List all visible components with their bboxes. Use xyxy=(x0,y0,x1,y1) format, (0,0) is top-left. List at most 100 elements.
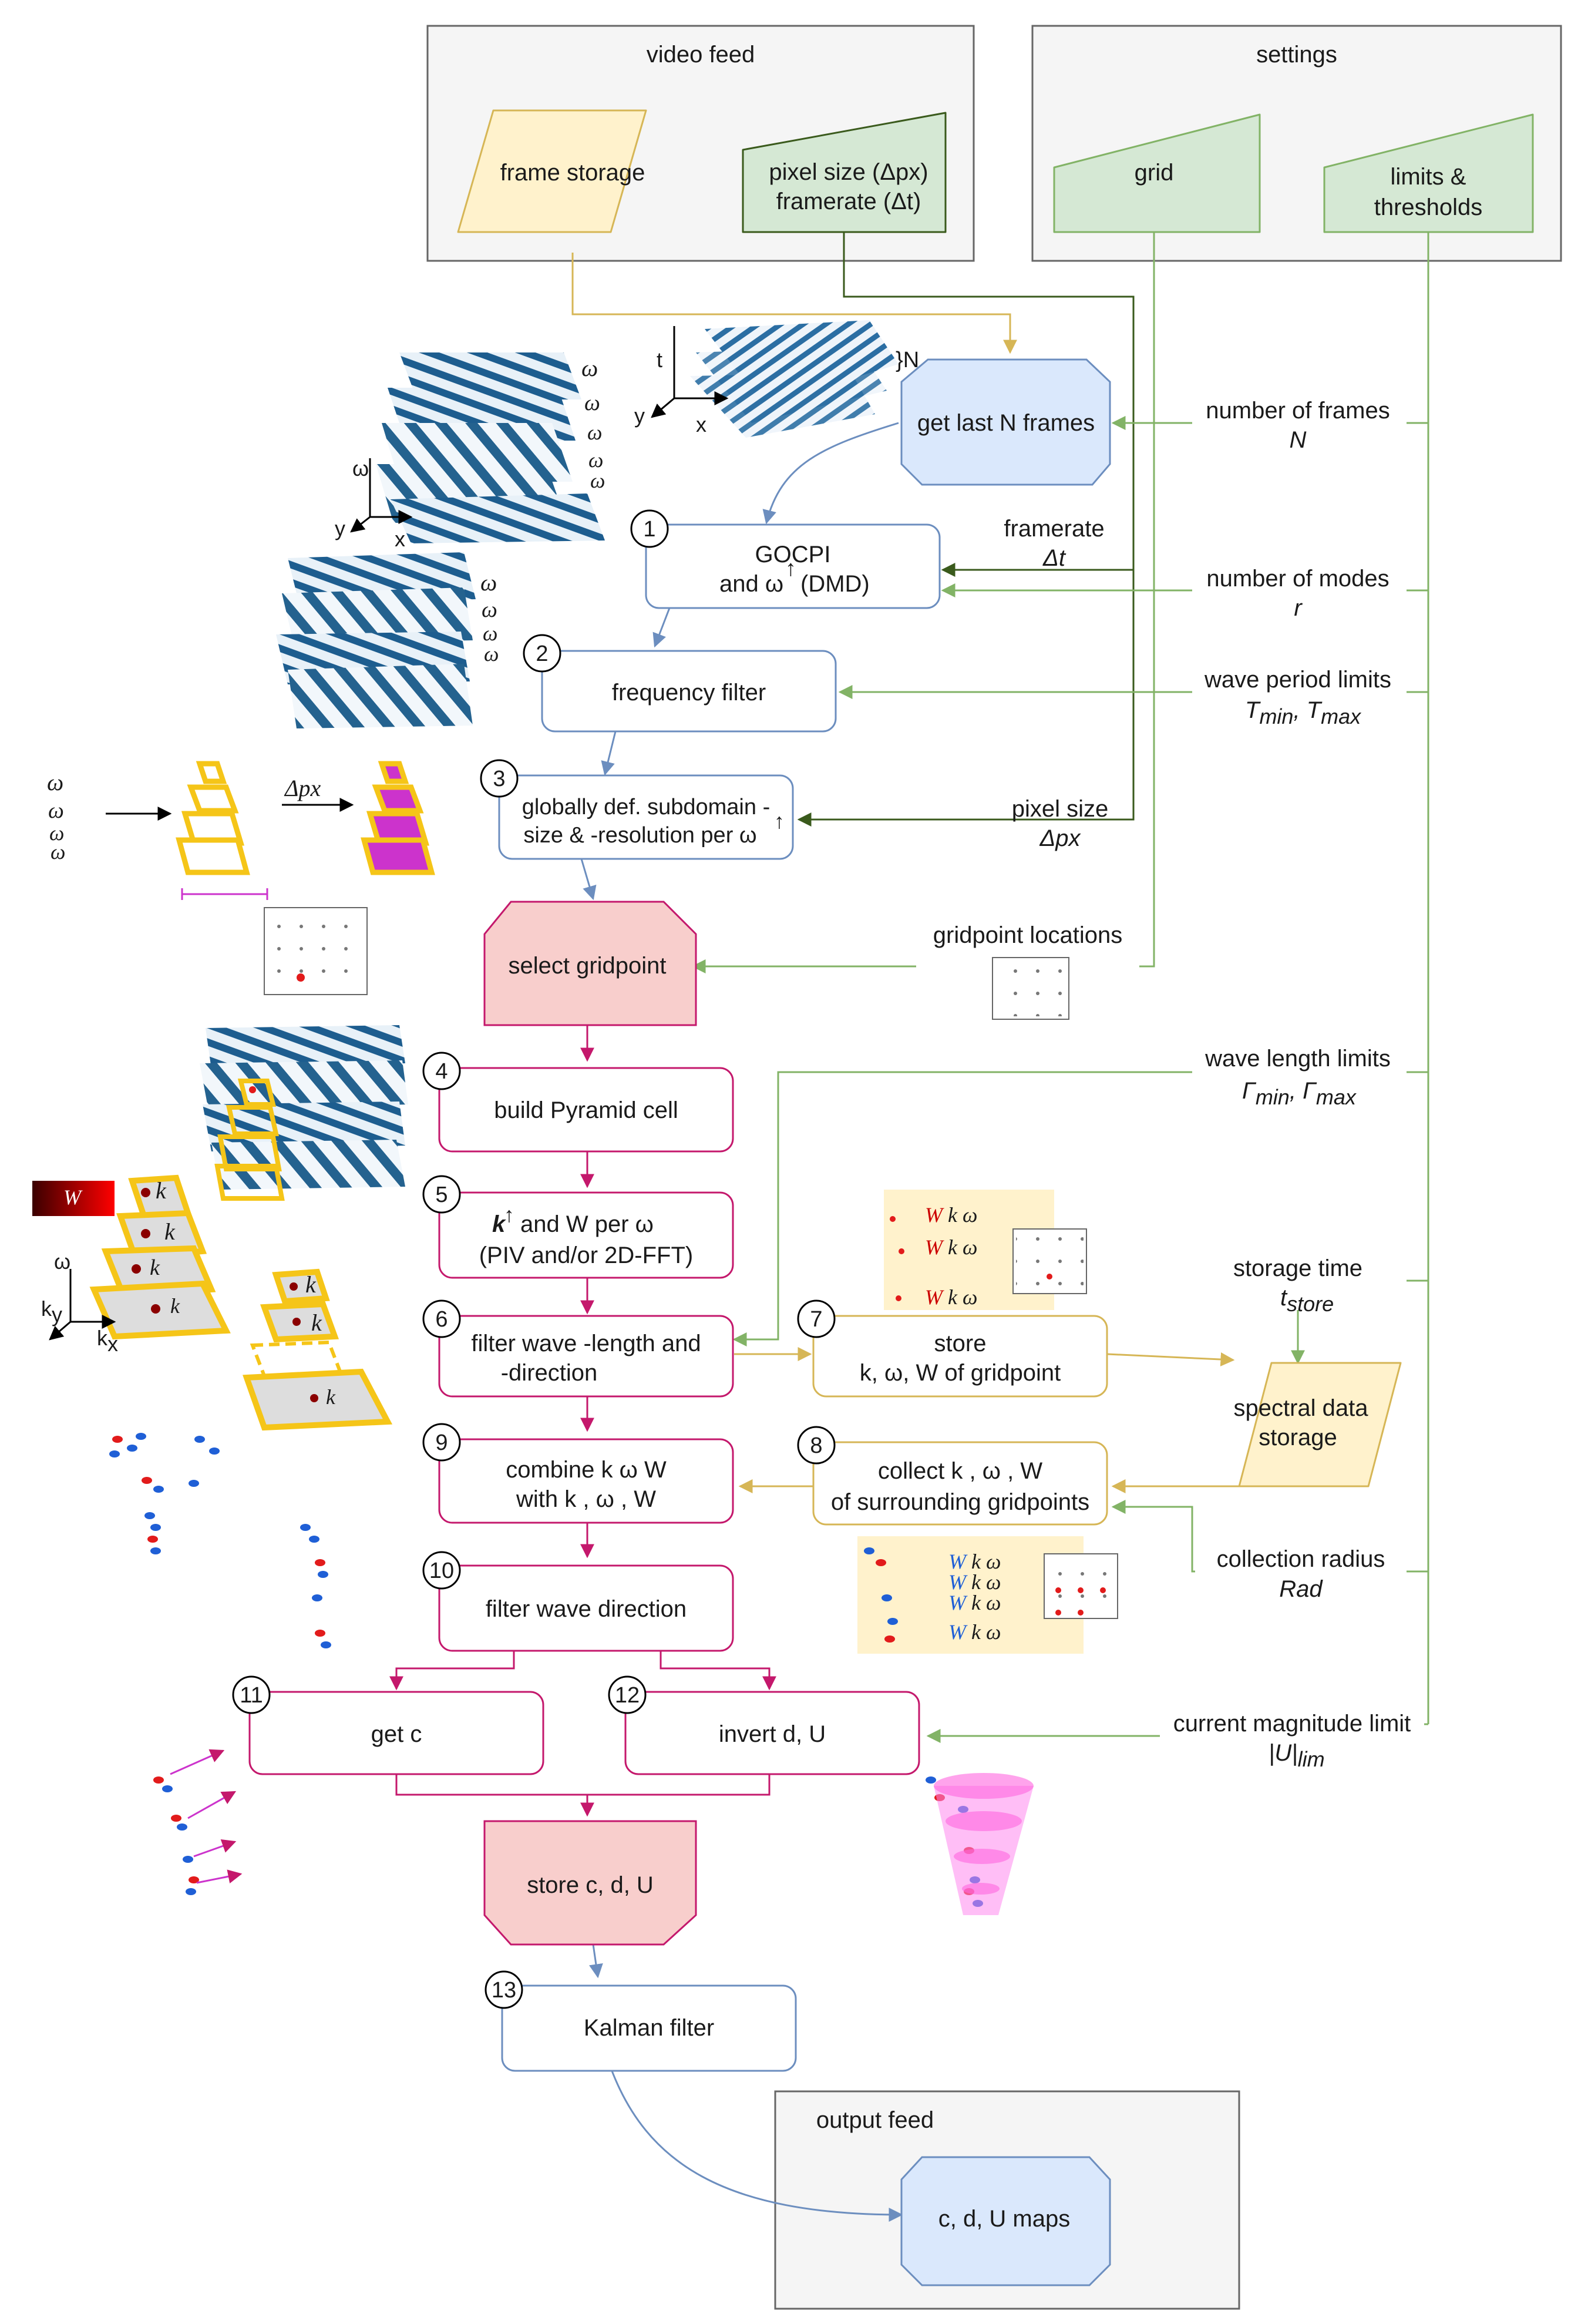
video-feed-title: video feed xyxy=(647,42,755,68)
omega-symbol: ω xyxy=(584,391,600,415)
settings-title: settings xyxy=(1256,42,1337,68)
wave-vector-dot xyxy=(194,1436,205,1443)
celerity-vectors-illustration xyxy=(170,1749,243,1884)
omega-symbol: ω xyxy=(482,597,497,622)
pixel-param-label: pixel size xyxy=(1012,796,1109,822)
omega-symbol: ω xyxy=(587,421,602,444)
step3-subdomain-node[interactable]: globally def. subdomain - size & -resolu… xyxy=(498,774,794,860)
wave-vector-dot xyxy=(882,1594,892,1601)
output-maps-label: c, d, U maps xyxy=(938,2206,1071,2232)
step11-get-c-node[interactable]: get c xyxy=(248,1691,544,1775)
x-axis-label: x xyxy=(395,527,405,551)
step-badge-circle xyxy=(608,1675,647,1714)
step5-piv-node[interactable]: k ↑ and W per ω (PIV and/or 2D-FFT) xyxy=(438,1191,734,1279)
storage-time-connector xyxy=(1298,1279,1428,1363)
wave-vector-dot xyxy=(177,1823,187,1831)
step12-invert-node[interactable]: invert d, U xyxy=(624,1691,920,1775)
omega-axis-label: ω xyxy=(352,456,369,481)
combine-line1: combine k ω W xyxy=(506,1457,667,1483)
k-symbol: k xyxy=(326,1385,336,1409)
frame-storage-node[interactable]: frame storage xyxy=(457,109,647,233)
spectral-label: spectral data xyxy=(1233,1395,1368,1421)
limits-thresholds-node[interactable]: limits & thresholds xyxy=(1323,113,1534,233)
collect-row-4: W k ω xyxy=(948,1620,1001,1644)
step13-kalman-node[interactable]: Kalman filter xyxy=(501,1984,797,2072)
wave-vector-dot xyxy=(142,1477,152,1484)
frames-connector xyxy=(571,253,1017,354)
wave-vector-dot xyxy=(876,1559,886,1566)
wave-vector-dot xyxy=(136,1433,146,1440)
pixel-param-symbol: Δpx xyxy=(1039,825,1081,851)
get-frames-node[interactable]: get last N frames xyxy=(900,358,1111,486)
storage-time-symbol: tstore xyxy=(1280,1285,1334,1316)
wavelength-symbol: Γmin, Γmax xyxy=(1242,1078,1357,1109)
select-gridpoint-node[interactable]: select gridpoint xyxy=(483,901,697,1026)
pixel-framerate-node[interactable]: pixel size (Δpx) framerate (Δt) xyxy=(742,112,947,233)
dmd-label: (DMD) xyxy=(800,571,870,597)
k-symbol: k xyxy=(492,1211,506,1237)
to-invert-connector xyxy=(660,1651,776,1691)
k-symbol: k xyxy=(305,1271,317,1298)
step1-gocpi-node[interactable]: GOCPI and ω (DMD) ↑ xyxy=(645,523,941,609)
limits-label: limits & xyxy=(1391,164,1466,190)
period-label: wave period limits xyxy=(1204,667,1391,693)
k-symbol: k xyxy=(170,1294,180,1318)
wavelength-label: wave length limits xyxy=(1205,1046,1391,1072)
store-to-spectral-connector xyxy=(1106,1352,1235,1366)
wave-vector-dot xyxy=(153,1776,164,1784)
omega-symbol: ω xyxy=(581,355,598,381)
step-badge-number: 2 xyxy=(536,642,548,666)
step8-collect-node[interactable]: collect k , ω , W of surrounding gridpoi… xyxy=(812,1441,1108,1526)
wave-vector-dot xyxy=(144,1512,155,1519)
framerate-param-symbol: Δt xyxy=(1042,545,1066,571)
step-badge-number: 1 xyxy=(643,517,655,542)
step2-frequency-node[interactable]: frequency filter xyxy=(541,650,837,733)
period-symbol: Tmin, Tmax xyxy=(1245,697,1362,728)
collect-line2: of surrounding gridpoints xyxy=(831,1489,1089,1515)
select-gridpoint-grid xyxy=(264,907,368,995)
step-badge-number: 12 xyxy=(615,1683,640,1708)
gridpoint-locations-grid xyxy=(992,957,1069,1020)
gridpoint-locations-label: gridpoint locations xyxy=(933,922,1122,948)
step-badge-number: 10 xyxy=(429,1559,454,1583)
gocpi-label: GOCPI xyxy=(755,542,831,567)
omega-symbol: ω xyxy=(48,798,64,823)
output-maps-node[interactable]: c, d, U maps xyxy=(900,2156,1111,2286)
omega-symbol: ω xyxy=(49,821,64,845)
pyramid-label: build Pyramid cell xyxy=(494,1097,678,1123)
get-c-label: get c xyxy=(371,1721,422,1747)
wave-vector-dot xyxy=(112,1436,123,1443)
spectral-storage-node[interactable]: spectral data storage xyxy=(1233,1362,1402,1487)
step6-filter-length-node[interactable]: filter wave -length and -direction xyxy=(438,1315,734,1398)
w-colorbar: W xyxy=(32,1181,115,1216)
wave-vector-dot xyxy=(127,1445,137,1452)
radius-connector xyxy=(1113,1507,1428,1573)
wave-vector-dot xyxy=(884,1635,895,1643)
wave-vector-dot xyxy=(209,1448,220,1455)
x-axis-label: x xyxy=(696,412,706,436)
grid-node[interactable]: grid xyxy=(1053,113,1261,233)
step-badge-number: 6 xyxy=(435,1307,448,1332)
omega-symbol: ω xyxy=(480,569,497,596)
step10-filter-direction-node[interactable]: filter wave direction xyxy=(438,1564,734,1652)
w-label: W xyxy=(63,1185,83,1209)
framerate-label: framerate (Δt) xyxy=(776,189,921,214)
collect-row-1: W k ω xyxy=(948,1550,1001,1573)
gocpi-to-freq-connector xyxy=(652,607,671,648)
wave-vector-dot xyxy=(153,1486,164,1493)
step-badge-circle xyxy=(630,509,669,548)
step-badge-circle xyxy=(422,1551,461,1590)
store-cdu-node[interactable]: store c, d, U xyxy=(483,1820,697,1946)
omega-symbol: ω xyxy=(47,769,63,795)
y-axis-label: y xyxy=(335,516,345,540)
filter-length-line1: filter wave -length and xyxy=(471,1331,701,1356)
modes-label: number of modes xyxy=(1206,566,1389,592)
wave-vector-dot xyxy=(189,1876,199,1883)
subdomain-to-select-connector xyxy=(580,858,597,901)
step9-combine-node[interactable]: combine k ω W with k , ω , W xyxy=(438,1438,734,1524)
up-arrow-glyph: ↑ xyxy=(785,556,796,581)
step-badge-number: 5 xyxy=(435,1183,448,1207)
step4-pyramid-node[interactable]: build Pyramid cell xyxy=(438,1067,734,1153)
step7-store-node[interactable]: store k, ω, W of gridpoint xyxy=(812,1315,1108,1398)
omega-symbol: ω xyxy=(590,469,605,492)
